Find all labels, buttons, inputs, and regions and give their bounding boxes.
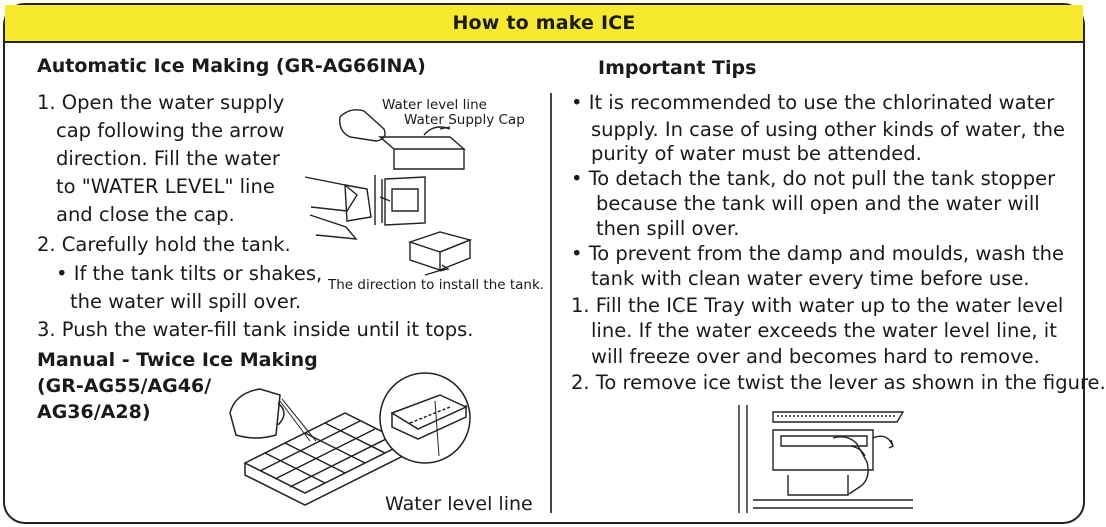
auto-step-line: the water will spill over. [70, 290, 302, 313]
instruction-panel: How to make ICE Automatic Ice Making (GR… [3, 3, 1106, 524]
page-title: How to make ICE [5, 5, 1083, 43]
tank-illustration [304, 109, 473, 276]
tip-line: 2. To remove ice twist the lever as show… [571, 371, 1106, 394]
auto-step-line: to "WATER LEVEL" line [56, 175, 275, 198]
auto-step-line: • If the tank tilts or shakes, [56, 262, 323, 285]
tip-line: tank with clean water every time before … [591, 267, 1030, 290]
auto-step-line: direction. Fill the water [56, 147, 280, 170]
column-divider [550, 93, 552, 513]
supply-cap-label: Water Supply Cap [404, 112, 525, 128]
tip-line: • To detach the tank, do not pull the ta… [571, 167, 1056, 190]
tip-line: • It is recommended to use the chlorinat… [571, 91, 1055, 114]
tips-heading: Important Tips [598, 57, 757, 79]
tip-line: line. If the water exceeds the water lev… [591, 319, 1057, 342]
tip-line: supply. In case of using other kinds of … [591, 118, 1065, 141]
auto-ice-heading: Automatic Ice Making (GR-AG66INA) [37, 55, 426, 77]
auto-step-line: cap following the arrow [56, 119, 285, 142]
manual-model-line: (GR-AG55/AG46/ [37, 375, 212, 397]
ice-tray-illustration [229, 372, 471, 506]
water-level-label: Water level line [382, 97, 487, 113]
tip-line: then spill over. [596, 217, 740, 240]
auto-step-line: 3. Push the water-fill tank inside until… [37, 318, 474, 341]
tip-line: • To prevent from the damp and moulds, w… [571, 242, 1064, 265]
auto-step-line: 2. Carefully hold the tank. [37, 233, 291, 256]
tip-line: purity of water must be attended. [591, 142, 922, 165]
twist-lever-illustration [738, 405, 913, 513]
manual-water-level-label: Water level line [385, 493, 533, 515]
manual-heading: Manual - Twice Ice Making [37, 349, 318, 371]
manual-model-line: AG36/A28) [37, 401, 151, 423]
auto-step-line: 1. Open the water supply [37, 91, 285, 114]
auto-step-line: and close the cap. [56, 203, 235, 226]
install-direction-label: The direction to install the tank. [328, 277, 545, 293]
tip-line: because the tank will open and the water… [596, 192, 1040, 215]
tip-line: 1. Fill the ICE Tray with water up to th… [571, 294, 1064, 317]
tip-line: will freeze over and becomes hard to rem… [591, 345, 1040, 368]
